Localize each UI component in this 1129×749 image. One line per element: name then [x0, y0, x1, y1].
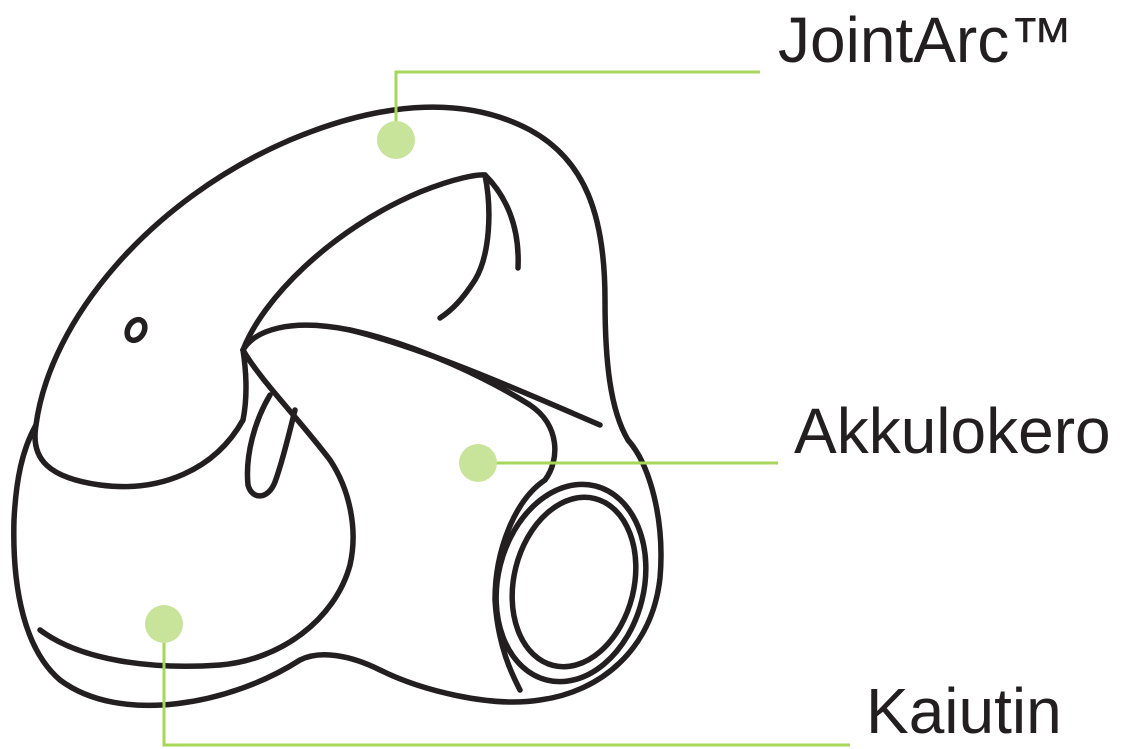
neck-contour	[40, 350, 353, 666]
callout-battery-dot	[459, 444, 497, 482]
mic-hole-icon	[124, 316, 149, 343]
arc-inner-edge	[243, 175, 489, 350]
callout-speaker-dot	[145, 605, 183, 643]
earbud-outer-outline	[14, 107, 661, 705]
callout-battery-label: Akkulokero	[794, 395, 1111, 467]
callout-jointarc: JointArc™	[377, 4, 1073, 159]
callout-jointarc-label: JointArc™	[778, 4, 1073, 76]
callout-jointarc-dot	[377, 121, 415, 159]
earbud-illustration	[14, 107, 666, 705]
shell-panel-line	[35, 350, 246, 487]
battery-housing-outline	[243, 325, 555, 690]
callout-speaker-label: Kaiutin	[866, 675, 1062, 747]
